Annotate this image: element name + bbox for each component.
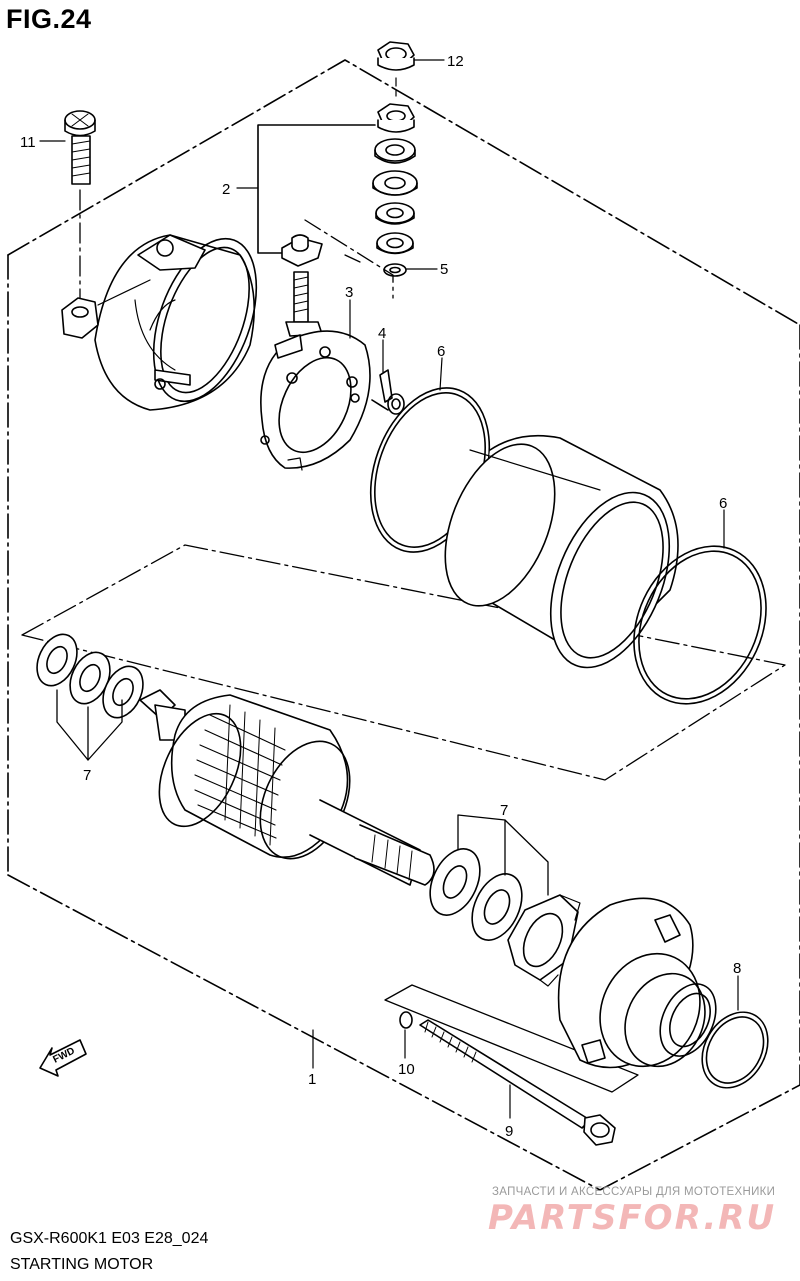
nut-12 [377,41,415,71]
callout-7-left: 7 [83,767,91,784]
figure-title: FIG.24 [6,4,92,34]
callout-5: 5 [440,261,448,278]
o-ring-8 [701,1011,769,1089]
washer-stack [372,138,418,255]
callout-3: 3 [345,284,353,301]
callout-4: 4 [378,325,386,342]
bolt-9 [419,1019,616,1146]
callout-11: 11 [20,134,36,151]
watermark-tagline: ЗАПЧАСТИ И АКСЕССУАРЫ ДЛЯ МОТОТЕХНИКИ [492,1186,776,1198]
callout-6-upper: 6 [437,343,445,360]
brush-plate-3 [260,330,371,471]
callout-6-lower: 6 [719,495,727,512]
yoke [444,434,679,669]
bolt-group-boundary [384,984,639,1093]
nut-stack-upper [377,103,415,133]
washers-7-right [429,848,581,987]
brush-spring-4 [371,369,405,415]
washers-7-left [36,633,144,719]
armature [139,689,435,886]
o-ring-10 [399,1011,413,1029]
model-code: GSX-R600K1 E03 E28_024 [10,1230,209,1247]
callout-2: 2 [222,181,230,198]
watermark-logo: PARTSFOR.RU [488,1198,777,1238]
callout-12: 12 [447,53,464,70]
armature-group-boundary [21,544,786,781]
washer-5 [383,263,407,277]
bolt-11 [64,110,96,185]
front-cover [557,897,717,1069]
callout-8: 8 [733,960,741,977]
rear-cover [61,234,258,411]
terminal-stud [281,234,323,337]
o-ring-6-lower [633,545,767,705]
callout-10: 10 [398,1061,415,1078]
callout-7-right: 7 [500,802,508,819]
callouts: 12 11 2 5 3 4 6 6 7 7 8 10 9 1 [20,53,741,1140]
assembly-boundary [7,59,800,326]
forward-direction-marker: FWD [39,1039,87,1077]
part-2-bracket [257,124,376,254]
callout-9: 9 [505,1123,513,1140]
assembly-name: STARTING MOTOR [10,1256,154,1273]
callout-1: 1 [308,1071,316,1088]
